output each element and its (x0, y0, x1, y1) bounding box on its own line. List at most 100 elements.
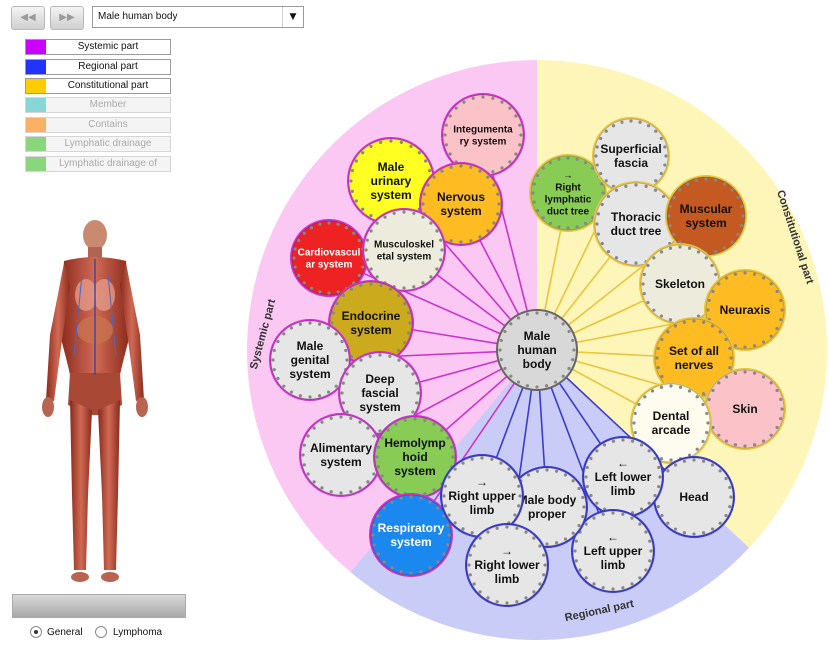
male-anatomy-figure (42, 220, 148, 582)
node-rim-dot (478, 536, 482, 540)
node-rim-dot (557, 225, 561, 229)
radio-lymphoma[interactable] (95, 626, 107, 638)
node-rim-dot (472, 582, 476, 586)
node-rim-dot (509, 322, 513, 326)
node-rim-dot (449, 239, 453, 243)
node-rim-dot (513, 513, 517, 517)
node-rim-dot (599, 136, 603, 141)
node-rim-dot (775, 289, 779, 294)
node-circle (465, 523, 549, 607)
node-rim-dot (507, 467, 511, 471)
node-rim-dot (352, 231, 356, 235)
node-neuraxis[interactable]: Neuraxis (704, 269, 786, 351)
node-rim-dot (515, 600, 519, 604)
node-rim-dot (386, 428, 390, 432)
legend-item-member[interactable]: Member (25, 97, 171, 113)
node-rim-dot (554, 469, 559, 473)
node-rim-dot (633, 430, 637, 435)
node-rim-dot (320, 486, 324, 490)
node-rim-dot (717, 282, 721, 286)
node-rim-dot (642, 272, 646, 277)
radio-general[interactable] (30, 626, 42, 638)
node-rim-dot (644, 184, 648, 188)
node-rim-dot (646, 263, 650, 268)
node-rim-dot (614, 256, 619, 260)
node-rim-dot (678, 240, 682, 244)
node-rim-dot (743, 345, 747, 349)
node-rim-dot (775, 388, 779, 393)
node-rim-dot (653, 456, 657, 461)
node-rim-dot (449, 165, 453, 169)
node-rim-dot (728, 504, 732, 509)
node-rim-dot (701, 531, 706, 535)
node-rim-dot (668, 318, 673, 322)
node-rim-dot (701, 402, 705, 407)
node-skin[interactable]: Skin (704, 368, 786, 450)
legend-item-constitutional-part[interactable]: Constitutional part (25, 78, 171, 94)
node-rim-dot (417, 151, 421, 155)
legend-item-regional-part[interactable]: Regional part (25, 59, 171, 75)
node-rim-dot (423, 418, 427, 422)
legend-item-systemic-part[interactable]: Systemic part (25, 39, 171, 55)
node-rim-dot (376, 445, 380, 449)
node-rim-dot (372, 434, 376, 438)
node-rim-dot (779, 397, 783, 402)
node-rim-dot (653, 188, 658, 192)
node-rim-dot (470, 457, 474, 461)
view-select[interactable]: Male human body ▼ (92, 6, 304, 28)
node-rim-dot (435, 267, 439, 271)
node-rim-dot (704, 177, 708, 181)
node-rim-dot (312, 480, 316, 484)
node-rim-dot (344, 348, 348, 353)
node-rim-dot (621, 512, 625, 516)
node-rim-dot (419, 570, 423, 574)
view-select-value: Male human body (98, 11, 178, 22)
node-rim-dot (591, 166, 595, 170)
node-rim-dot (577, 486, 581, 491)
node-label-line: Male (524, 329, 551, 343)
node-rim-dot (302, 281, 306, 285)
node-head[interactable]: Head (653, 456, 735, 538)
legend-item-lymphatic-drainage[interactable]: Lymphatic drainage (25, 136, 171, 152)
node-rim-dot (439, 258, 443, 262)
chevron-down-icon[interactable]: ▼ (282, 7, 303, 27)
node-rim-dot (583, 161, 588, 165)
node-rim-dot (601, 512, 605, 516)
node-rim-dot (669, 384, 673, 388)
node-rim-dot (524, 596, 528, 600)
forward-button[interactable]: ▶▶ (50, 6, 84, 30)
back-button[interactable]: ◀◀ (11, 6, 45, 30)
node-rim-dot (513, 475, 517, 479)
node-rim-dot (722, 246, 727, 250)
legend-swatch (26, 40, 46, 54)
node-rim-dot (682, 320, 687, 324)
node-rim-dot (600, 202, 604, 207)
node-rim-dot (349, 179, 353, 183)
node-rim-dot (710, 527, 715, 531)
node-rim-dot (351, 364, 355, 368)
node-rim-dot (736, 232, 740, 237)
legend-item-lymphatic-drainage-of[interactable]: Lymphatic drainage of (25, 156, 171, 172)
legend-item-contains[interactable]: Contains (25, 117, 171, 133)
node-rim-dot (505, 525, 509, 529)
node-rim-dot (775, 425, 779, 430)
